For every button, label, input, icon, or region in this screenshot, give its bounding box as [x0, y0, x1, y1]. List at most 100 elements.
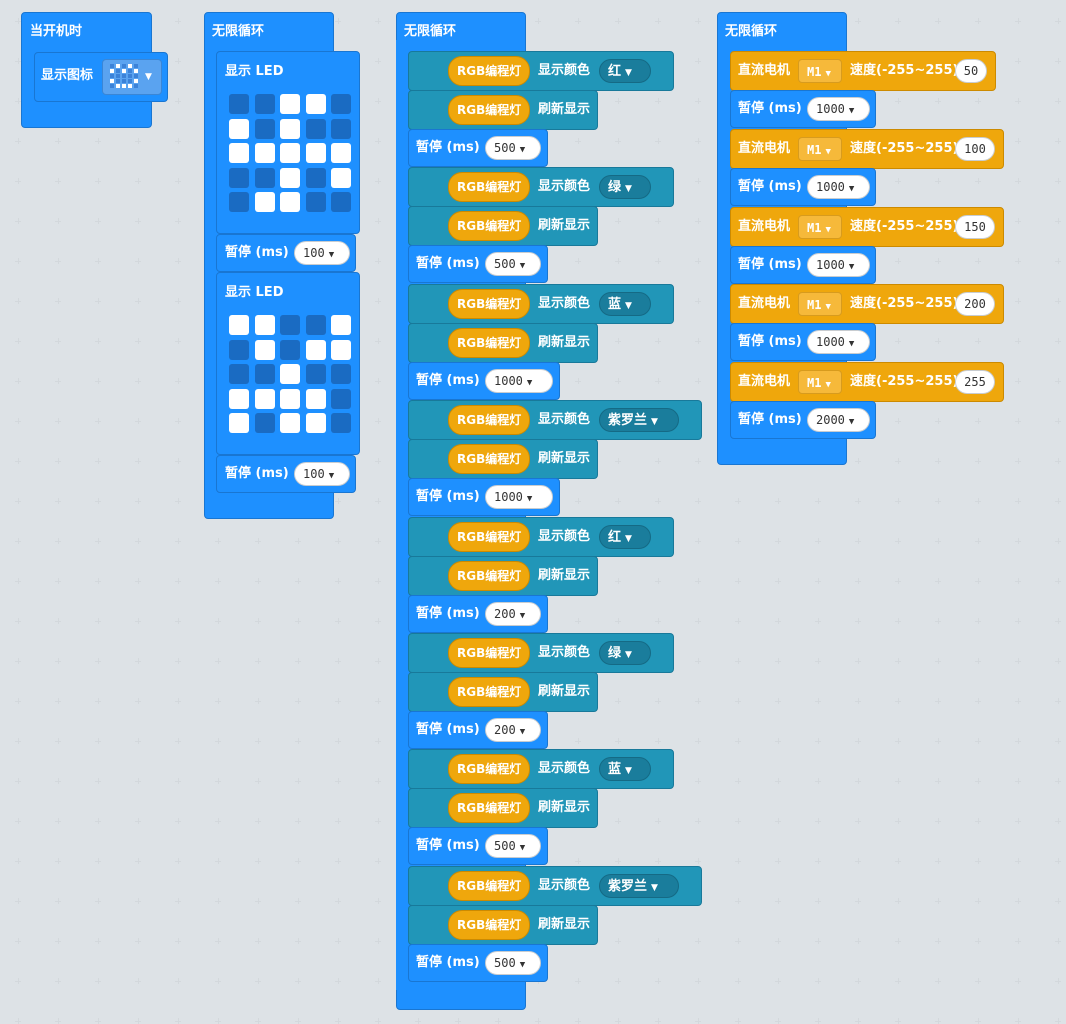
motor-select[interactable]: M1▼	[798, 214, 842, 239]
color-select[interactable]: 绿▼	[599, 175, 651, 200]
speed-value[interactable]: 255	[955, 370, 995, 395]
led-cell[interactable]	[331, 413, 351, 433]
led-cell[interactable]	[331, 167, 351, 188]
led-cell[interactable]	[229, 315, 249, 335]
led-cell[interactable]	[254, 118, 275, 139]
color-select[interactable]: 蓝▼	[599, 291, 651, 316]
color-select[interactable]: 红▼	[599, 524, 651, 549]
led-cell[interactable]	[254, 339, 275, 360]
led-cell[interactable]	[305, 364, 326, 384]
dc-motor-block[interactable]	[730, 51, 996, 91]
rgb-light-select[interactable]: RGB编程灯	[448, 754, 530, 785]
pause-value[interactable]: 200▼	[485, 718, 541, 742]
led-cell[interactable]	[280, 315, 300, 335]
rgb-light-select[interactable]: RGB编程灯	[448, 444, 530, 475]
led-cell[interactable]	[331, 118, 351, 139]
rgb-light-select[interactable]: RGB编程灯	[448, 521, 530, 552]
led-cell[interactable]	[331, 94, 351, 114]
led-cell[interactable]	[331, 388, 351, 409]
pause-value[interactable]: 1000▼	[485, 485, 553, 510]
led-cell[interactable]	[280, 192, 300, 212]
led-cell[interactable]	[305, 339, 326, 360]
led-cell[interactable]	[280, 388, 300, 409]
dc-motor-block[interactable]	[730, 362, 1004, 403]
rgb-light-select[interactable]: RGB编程灯	[448, 327, 530, 358]
led-cell[interactable]	[280, 143, 300, 163]
led-cell[interactable]	[331, 339, 351, 360]
led-cell[interactable]	[254, 315, 275, 335]
led-cell[interactable]	[229, 167, 249, 188]
led-cell[interactable]	[331, 192, 351, 212]
rgb-light-select[interactable]: RGB编程灯	[448, 793, 530, 824]
led-cell[interactable]	[305, 192, 326, 212]
rgb-light-select[interactable]: RGB编程灯	[448, 677, 530, 707]
pause-block[interactable]	[730, 90, 876, 128]
pause-value[interactable]: 200▼	[485, 601, 541, 626]
rgb-light-select[interactable]: RGB编程灯	[448, 638, 530, 668]
led-cell[interactable]	[229, 118, 249, 139]
pause-value[interactable]: 500▼	[485, 950, 541, 975]
rgb-light-select[interactable]: RGB编程灯	[448, 288, 530, 319]
led-cell[interactable]	[229, 339, 249, 360]
motor-select[interactable]: M1▼	[798, 370, 842, 395]
motor-select[interactable]: M1▼	[798, 136, 842, 161]
led-cell[interactable]	[280, 118, 300, 139]
led-cell[interactable]	[229, 413, 249, 433]
led-cell[interactable]	[254, 388, 275, 409]
rgb-light-select[interactable]: RGB编程灯	[448, 909, 530, 940]
color-select[interactable]: 紫罗兰▼	[599, 873, 679, 898]
rgb-light-select[interactable]: RGB编程灯	[448, 95, 530, 125]
led-cell[interactable]	[229, 388, 249, 409]
led-cell[interactable]	[331, 143, 351, 163]
pause-value[interactable]: 1000▼	[807, 252, 870, 277]
led-cell[interactable]	[254, 192, 275, 212]
pause-value[interactable]: 1000▼	[485, 368, 553, 393]
led-cell[interactable]	[305, 388, 326, 409]
pause-value[interactable]: 1000▼	[807, 174, 870, 199]
led-cell[interactable]	[280, 339, 300, 360]
led-cell[interactable]	[229, 94, 249, 114]
speed-value[interactable]: 150	[955, 214, 995, 239]
pause-value[interactable]: 1000▼	[807, 97, 870, 121]
led-cell[interactable]	[280, 94, 300, 114]
led-cell[interactable]	[280, 167, 300, 188]
led-cell[interactable]	[305, 94, 326, 114]
led-matrix-2[interactable]	[229, 315, 355, 441]
led-cell[interactable]	[254, 364, 275, 384]
color-select[interactable]: 紫罗兰▼	[599, 408, 679, 433]
led-cell[interactable]	[331, 364, 351, 384]
led-cell[interactable]	[305, 315, 326, 335]
led-cell[interactable]	[331, 315, 351, 335]
rgb-light-select[interactable]: RGB编程灯	[448, 870, 530, 901]
led-cell[interactable]	[254, 143, 275, 163]
speed-value[interactable]: 50	[955, 59, 987, 83]
rgb-light-select[interactable]: RGB编程灯	[448, 56, 530, 86]
led-cell[interactable]	[305, 143, 326, 163]
led-cell[interactable]	[280, 364, 300, 384]
rgb-light-select[interactable]: RGB编程灯	[448, 560, 530, 591]
led-cell[interactable]	[229, 364, 249, 384]
pause-value[interactable]: 500▼	[485, 136, 541, 160]
led-cell[interactable]	[305, 413, 326, 433]
led-cell[interactable]	[305, 118, 326, 139]
rgb-light-select[interactable]: RGB编程灯	[448, 405, 530, 436]
pause-value[interactable]: 2000▼	[807, 408, 870, 433]
rgb-light-select[interactable]: RGB编程灯	[448, 211, 530, 242]
led-cell[interactable]	[254, 167, 275, 188]
speed-value[interactable]: 100	[955, 136, 995, 161]
led-matrix-1[interactable]	[229, 94, 355, 220]
led-cell[interactable]	[254, 413, 275, 433]
color-select[interactable]: 红▼	[599, 59, 651, 83]
pause-value[interactable]: 1000▼	[807, 330, 870, 355]
pause-value[interactable]: 500▼	[485, 834, 541, 859]
led-cell[interactable]	[229, 143, 249, 163]
led-cell[interactable]	[280, 413, 300, 433]
color-select[interactable]: 蓝▼	[599, 757, 651, 782]
speed-value[interactable]: 200	[955, 292, 995, 317]
pause-value-2[interactable]: 100▼	[294, 462, 350, 486]
rgb-light-select[interactable]: RGB编程灯	[448, 172, 530, 203]
pause-value[interactable]: 500▼	[485, 252, 541, 277]
pause-value-1[interactable]: 100▼	[294, 241, 350, 265]
motor-select[interactable]: M1▼	[798, 292, 842, 317]
color-select[interactable]: 绿▼	[599, 641, 651, 665]
